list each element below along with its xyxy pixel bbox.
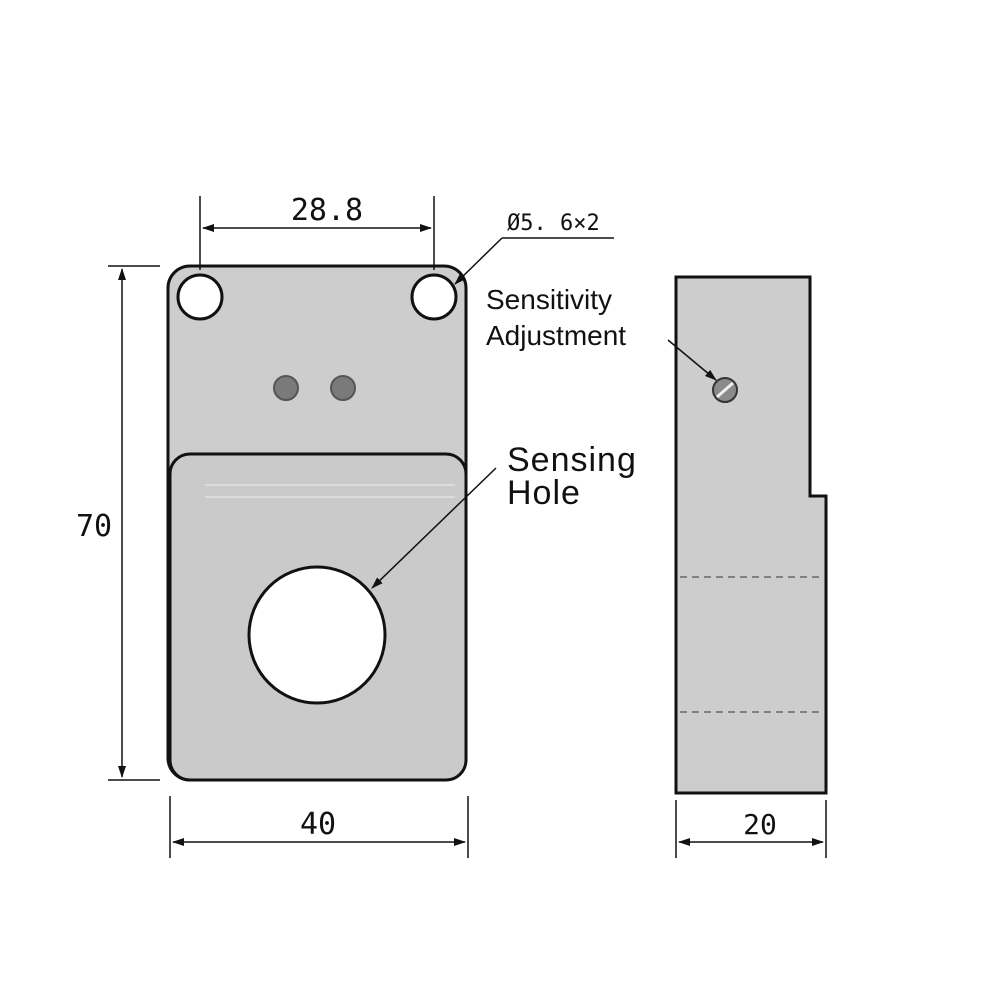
mount-hole-note: Ø5. 6×2 — [454, 211, 614, 285]
dimension-depth: 20 — [675, 800, 827, 858]
side-body-outline — [674, 275, 828, 795]
adjust-label-line1: Sensitivity — [486, 284, 612, 315]
dimension-width: 40 — [169, 796, 469, 858]
adjust-label-line2: Adjustment — [486, 320, 626, 351]
sensing-hole-label-line1: Sensing — [507, 441, 637, 479]
mount-hole-note-label: Ø5. 6×2 — [507, 211, 600, 236]
mount-hole-right — [410, 273, 458, 321]
screw-slot — [716, 381, 734, 399]
width-label: 40 — [300, 807, 336, 842]
sensing-hole-callout: Sensing Hole — [371, 441, 637, 589]
indicator-led-left — [273, 375, 299, 401]
side-view — [674, 275, 828, 795]
sensitivity-adjust-callout: Sensitivity Adjustment — [486, 284, 717, 381]
depth-label: 20 — [743, 808, 777, 841]
sensing-hole-label-line2: Hole — [507, 474, 581, 512]
height-label: 70 — [76, 509, 112, 544]
mount-hole-left — [176, 273, 224, 321]
sensing-hole — [247, 565, 387, 705]
hole-spacing-label: 28.8 — [291, 193, 363, 228]
front-view — [166, 264, 468, 782]
dimension-hole-spacing: 28.8 — [199, 193, 435, 270]
indicator-led-right — [330, 375, 356, 401]
dimension-height: 70 — [76, 265, 160, 781]
